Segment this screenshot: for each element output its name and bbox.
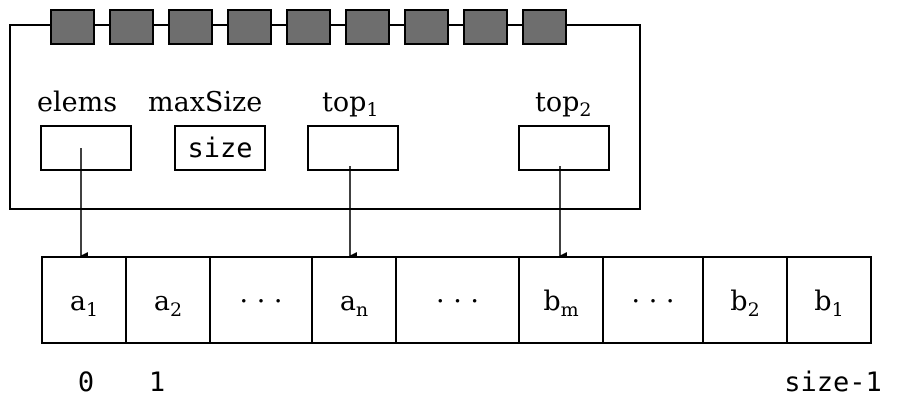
array-cell-box <box>125 256 211 344</box>
field-box-top2 <box>518 125 610 171</box>
array-cell-label-base: · · · <box>436 286 479 317</box>
field-label-top1-sub: 1 <box>366 99 378 121</box>
header-block <box>404 9 449 45</box>
array-cell-box <box>209 256 313 344</box>
array-cell: · · · <box>395 256 520 344</box>
field-box-top1 <box>307 125 399 171</box>
index-label-last: size-1 <box>784 367 882 398</box>
array-cell-label: · · · <box>632 286 675 317</box>
field-label-top2: top2 <box>535 87 591 121</box>
array-cell-label-base: · · · <box>240 286 283 317</box>
array-cell: · · · <box>209 256 313 344</box>
header-block <box>168 9 213 45</box>
field-label-top1-base: top <box>322 87 366 118</box>
array-cell-label-base: b <box>543 286 560 317</box>
array-cell-label: bm <box>543 286 578 321</box>
index-label-second: 1 <box>149 367 165 398</box>
array-cell-label: an <box>340 286 368 321</box>
array-cell-label-sub: n <box>356 299 368 321</box>
array-cell-box <box>311 256 397 344</box>
header-block <box>345 9 390 45</box>
array-cell-label: · · · <box>436 286 479 317</box>
array-cell-label-sub: m <box>561 299 579 321</box>
array-cell-label-base: b <box>814 286 831 317</box>
field-label-top1: top1 <box>322 87 378 121</box>
array-cell-label-base: a <box>70 286 86 317</box>
array-cell: b1 <box>786 256 872 344</box>
field-label-elems: elems <box>37 87 117 118</box>
field-box-maxsize <box>174 125 266 171</box>
header-block <box>522 9 567 45</box>
header-block <box>109 9 154 45</box>
array-cell-label-base: a <box>154 286 170 317</box>
array-cell-label-sub: 2 <box>170 299 182 321</box>
array-cell-box <box>602 256 704 344</box>
field-label-maxsize: maxSize <box>148 87 262 118</box>
struct-container <box>9 24 641 210</box>
array-cell-label-base: · · · <box>632 286 675 317</box>
array-cell-label: · · · <box>240 286 283 317</box>
array-cell: b2 <box>702 256 788 344</box>
array-cell-label-sub: 1 <box>86 299 98 321</box>
header-block <box>227 9 272 45</box>
field-box-elems <box>40 125 132 171</box>
array-cell-box <box>786 256 872 344</box>
header-block-row <box>50 9 567 45</box>
array-cell-label-sub: 1 <box>832 299 844 321</box>
array-cell-label: a1 <box>70 286 98 321</box>
array-cell-label-base: b <box>730 286 747 317</box>
array-cell-label-base: a <box>340 286 356 317</box>
array-cell-label: b1 <box>814 286 843 321</box>
header-block <box>50 9 95 45</box>
array-cell: an <box>311 256 397 344</box>
header-block <box>463 9 508 45</box>
field-label-top2-base: top <box>535 87 579 118</box>
header-block <box>286 9 331 45</box>
field-value-maxsize: size <box>187 133 252 164</box>
array-cell: a2 <box>125 256 211 344</box>
array-cell-label: a2 <box>154 286 182 321</box>
array-cell: a1 <box>41 256 127 344</box>
array-cell: bm <box>518 256 604 344</box>
array-cell-label: b2 <box>730 286 759 321</box>
array-cell-label-sub: 2 <box>748 299 760 321</box>
index-label-first: 0 <box>78 367 94 398</box>
field-label-top2-sub: 2 <box>579 99 591 121</box>
array-cell-box <box>395 256 520 344</box>
array-cell: · · · <box>602 256 704 344</box>
